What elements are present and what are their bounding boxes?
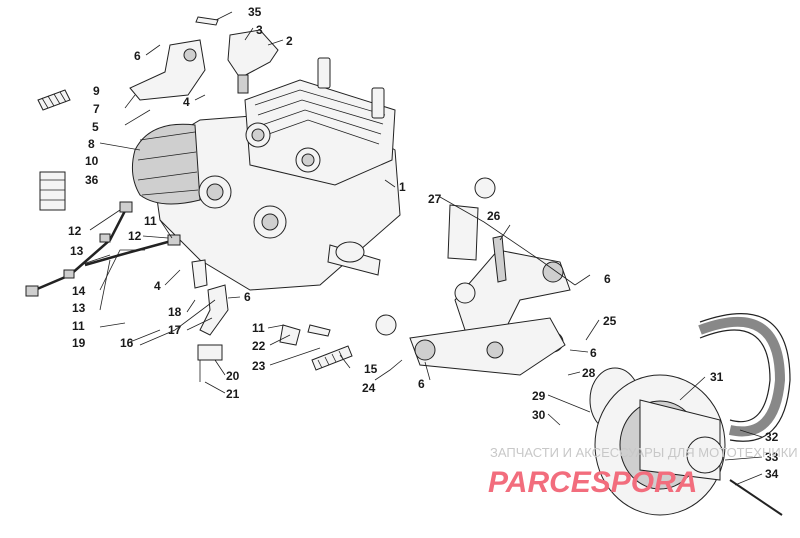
callout: 13 <box>70 244 84 258</box>
callout: 20 <box>226 369 240 383</box>
callout: 31 <box>710 370 724 384</box>
callout: 36 <box>85 173 99 187</box>
callout: 23 <box>252 359 266 373</box>
watermark-logo: PARCESPORA <box>488 466 697 499</box>
callout: 24 <box>362 381 376 395</box>
watermark-tagline: ЗАПЧАСТИ И АКСЕССУАРЫ ДЛЯ МОТОТЕХНИКИ <box>490 445 798 460</box>
callout: 4 <box>154 279 161 293</box>
callout: 21 <box>226 387 240 401</box>
clutch-bracket <box>375 177 571 376</box>
callout: 22 <box>252 339 266 353</box>
callout: 28 <box>582 366 596 380</box>
callout: 3 <box>256 23 263 37</box>
callout: 32 <box>765 430 779 444</box>
callout: 29 <box>532 389 546 403</box>
callout: 6 <box>604 272 611 286</box>
engine-assembly <box>131 57 401 291</box>
callout: 6 <box>418 377 425 391</box>
callout: 14 <box>72 284 86 298</box>
callout: 27 <box>428 192 442 206</box>
callout: 12 <box>128 229 142 243</box>
callout: 35 <box>248 5 262 19</box>
callout: 6 <box>244 290 251 304</box>
watermark: ЗАПЧАСТИ И АКСЕССУАРЫ ДЛЯ МОТОТЕХНИКИ PA… <box>488 445 798 499</box>
callout: 5 <box>92 120 99 134</box>
callout: 1 <box>399 180 406 194</box>
hose-assembly <box>25 201 181 297</box>
callout: 7 <box>93 102 100 116</box>
callout: 19 <box>72 336 86 350</box>
top-bracket <box>129 16 279 101</box>
callout: 17 <box>168 323 182 337</box>
callout: 26 <box>487 209 501 223</box>
springs <box>37 89 353 371</box>
callout: 11 <box>72 319 85 333</box>
drive-clutch <box>589 367 726 516</box>
callout-labels: 35 3 2 6 9 7 4 5 8 10 36 1 11 12 13 12 2… <box>68 5 779 481</box>
callout: 25 <box>603 314 617 328</box>
callout: 4 <box>183 95 190 109</box>
callout: 12 <box>68 224 82 238</box>
callout: 34 <box>765 467 779 481</box>
callout: 13 <box>72 301 86 315</box>
drive-belt <box>698 313 791 442</box>
callout: 9 <box>93 84 100 98</box>
callout: 8 <box>88 137 95 151</box>
callout: 15 <box>364 362 378 376</box>
callout: 10 <box>85 154 99 168</box>
callout: 33 <box>765 450 779 464</box>
callout: 6 <box>134 49 141 63</box>
callout: 16 <box>120 336 134 350</box>
callout: 11 <box>252 321 265 335</box>
callout: 6 <box>590 346 597 360</box>
callout: 30 <box>532 408 546 422</box>
callout: 18 <box>168 305 182 319</box>
leader-lines <box>79 11 763 486</box>
callout: 2 <box>286 34 293 48</box>
callout: 11 <box>144 214 157 228</box>
